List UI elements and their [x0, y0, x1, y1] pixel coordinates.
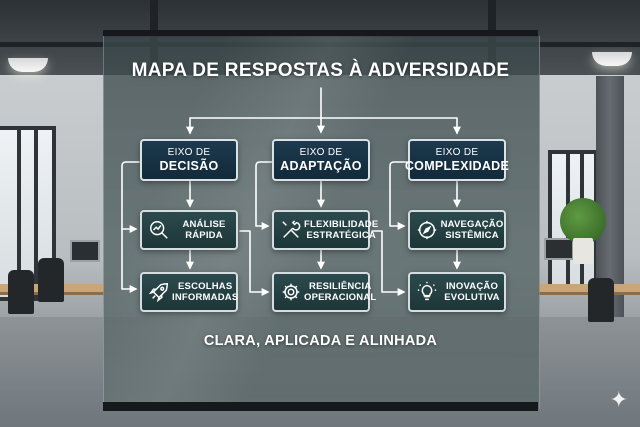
chair [38, 258, 64, 302]
chair [588, 278, 614, 322]
diagram-subtitle: CLARA, APLICADA E ALINHADA [203, 333, 438, 349]
ceiling-lamp [8, 58, 48, 72]
axis-label-main: ADAPTAÇÃO [280, 158, 362, 173]
node-inovacao-evolutiva: INOVAÇÃO EVOLUTIVA [408, 272, 506, 312]
axis-label-main: COMPLEXIDADE [404, 158, 510, 173]
magnifier-chart-icon [146, 217, 172, 243]
gear-icon [278, 279, 304, 305]
rocket-icon [146, 279, 172, 305]
diagram-title: MAPA DE RESPOSTAS À ADVERSIDADE [131, 60, 510, 81]
sparkle-icon: ✦ [609, 387, 628, 412]
node-label-line1: INOVAÇÃO [445, 280, 499, 292]
node-label-line2: INFORMADAS [172, 292, 239, 303]
node-escolhas-informadas: ESCOLHAS INFORMADAS [140, 272, 238, 312]
node-analise-rapida: ANÁLISE RÁPIDA [140, 210, 238, 250]
node-label-line1: NAVEGAÇÃO [440, 218, 504, 230]
node-label-line1: ANÁLISE [182, 218, 226, 230]
monitor [70, 240, 100, 262]
axis-adaptation: EIXO DE ADAPTAÇÃO [272, 139, 370, 181]
chair [8, 270, 34, 314]
node-label-line2: RÁPIDA [185, 230, 223, 241]
node-label-line2: OPERACIONAL [304, 292, 377, 303]
ceiling-lamp [592, 52, 632, 66]
board-top-rail [103, 30, 538, 37]
axis-label-top: EIXO DE [299, 146, 343, 158]
monitor [544, 238, 574, 260]
plant [560, 198, 606, 244]
node-label-line1: RESILIÊNCIA [309, 280, 372, 292]
board-bottom-rail [103, 402, 538, 411]
node-label-line2: SISTÊMICA [445, 230, 499, 241]
node-label-line1: ESCOLHAS [178, 280, 233, 292]
tools-icon [278, 217, 304, 243]
axis-decision: EIXO DE DECISÃO [140, 139, 238, 181]
node-label-line1: FLEXIBILIDADE [304, 218, 379, 230]
axis-label-top: EIXO DE [167, 146, 211, 158]
compass-icon [414, 217, 440, 243]
plant-pot [573, 238, 593, 264]
axis-complexity: EIXO DE COMPLEXIDADE [404, 139, 510, 181]
node-flexibilidade-estrategica: FLEXIBILIDADE ESTRATÉGICA [272, 210, 378, 250]
node-label-line2: ESTRATÉGICA [306, 230, 376, 241]
axis-label-top: EIXO DE [435, 146, 479, 158]
lightbulb-icon [414, 279, 440, 305]
node-navegacao-sistemica: NAVEGAÇÃO SISTÊMICA [408, 210, 506, 250]
node-label-line2: EVOLUTIVA [444, 292, 500, 303]
axis-label-main: DECISÃO [159, 158, 219, 173]
node-resiliencia-operacional: RESILIÊNCIA OPERACIONAL [272, 272, 376, 312]
